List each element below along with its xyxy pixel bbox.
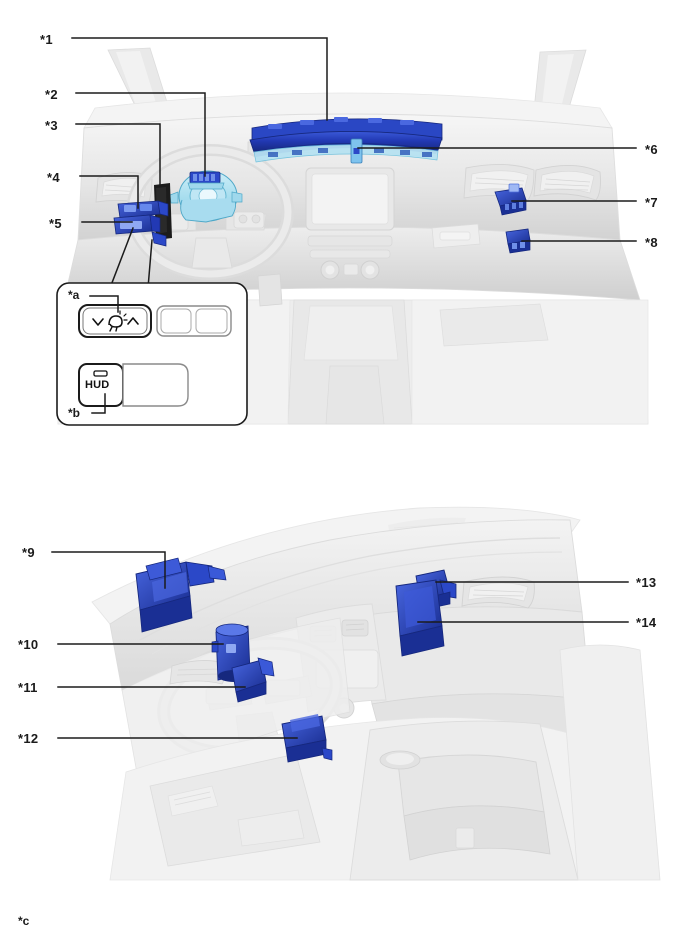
callout-label-13: *13 [636,575,657,590]
component-8-connector [505,228,531,254]
steering-wheel [126,144,294,280]
callout-label-1: *1 [40,32,53,47]
component-13-bracket [415,569,457,611]
callout-label-5: *5 [49,216,62,231]
callout-label-10: *10 [18,637,39,652]
component-1-instrument-panel-airbag [249,117,443,163]
chevron-down-icon [92,318,104,326]
callout-label-3: *3 [45,118,58,133]
switch-label-a: *a [68,288,80,302]
led-indicator-icon [93,370,108,377]
component-6-center-bracket [350,138,363,164]
component-10-cylindrical-unit [211,623,251,682]
component-9-ecu-bracket [135,557,227,633]
component-4-switch-assembly [117,200,169,219]
callout-label-11: *11 [18,680,38,695]
callout-label-12: *12 [18,731,39,746]
switch-detail-box [56,282,248,426]
callout-label-4: *4 [47,170,60,185]
steering-wheel-lower [157,636,343,760]
hud-display-icon [108,310,128,332]
lower-leader-lines [51,551,629,739]
component-12-ecu [281,714,333,763]
blank-switch-right-graphic[interactable] [156,305,232,337]
component-11-connector [231,657,275,703]
leader-a [89,295,119,313]
upper-dashboard-illustration [57,47,649,425]
callout-label-9: *9 [22,545,35,560]
callout-label-2: *2 [45,87,58,102]
component-7-connector [494,183,527,216]
blank-switch-lower-right-graphic[interactable] [122,363,189,407]
upper-leader-lines [71,37,637,289]
component-2-spiral-cable [169,170,243,223]
component-14-ecu-box [395,579,445,657]
component-5-switch-lower [113,214,167,247]
hud-button-text: HUD [85,379,110,391]
component-3-black-bracket [154,183,172,240]
chevron-up-icon [127,317,139,325]
lower-interior-illustration [91,506,661,881]
hud-adjust-switch-graphic[interactable] [78,304,152,338]
callout-label-14: *14 [636,615,657,630]
footnote-c: *c [18,914,30,928]
leader-b [91,393,106,414]
callout-label-7: *7 [645,195,658,210]
switch-label-b: *b [68,406,80,420]
callout-label-6: *6 [645,142,658,157]
callout-label-8: *8 [645,235,658,250]
